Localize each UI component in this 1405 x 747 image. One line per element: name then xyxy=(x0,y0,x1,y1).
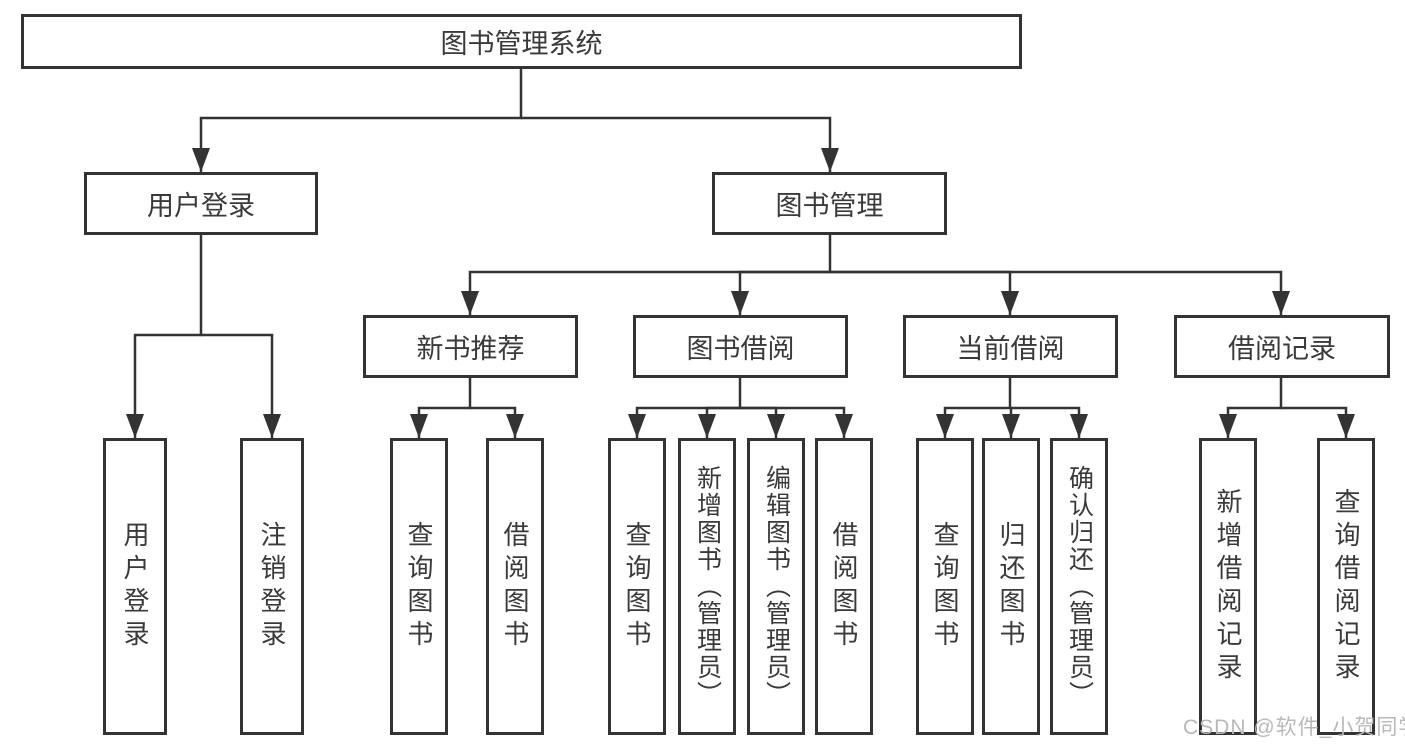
edge-mgmt-to-borrow xyxy=(731,270,830,315)
leaf-label: 注销登录 xyxy=(257,520,287,653)
leaf-label: 借阅图书 xyxy=(829,520,859,653)
leaf-label: 编辑图书（管理员） xyxy=(762,465,791,708)
edge-current-leaf3 xyxy=(1010,406,1088,438)
edge-userlogin-to-login xyxy=(126,235,203,438)
leaf-add-borrow-record: 新增借阅记录 xyxy=(1199,438,1257,735)
edge-root-to-user-login xyxy=(192,68,523,172)
leaf-label: 查询图书 xyxy=(930,520,960,653)
edge-newbook-leaf1 xyxy=(410,378,472,438)
edge-mgmt-to-records xyxy=(830,270,1290,315)
leaf-label: 用户登录 xyxy=(120,520,150,653)
csdn-watermark: CSDN @软件_小贺同学 xyxy=(1183,716,1405,739)
leaf-label: 新增图书（管理员） xyxy=(693,465,722,708)
edge-borrow-leaf3 xyxy=(740,406,785,438)
node-current-borrowing: 当前借阅 xyxy=(903,315,1118,378)
leaf-return-books: 归还图书 xyxy=(982,438,1040,735)
edge-mgmt-to-newbook xyxy=(461,235,832,315)
edge-borrow-leaf4 xyxy=(740,406,853,438)
edge-mgmt-to-current xyxy=(830,270,1019,315)
edge-records-leaf1 xyxy=(1219,378,1283,438)
node-label: 新书推荐 xyxy=(416,334,525,364)
node-book-borrowing: 图书借阅 xyxy=(633,315,848,378)
edge-userlogin-to-logout xyxy=(201,333,281,438)
leaf-label: 确认归还（管理员） xyxy=(1065,465,1094,708)
node-borrowing-records: 借阅记录 xyxy=(1174,315,1390,378)
leaf-edit-books-admin: 编辑图书（管理员） xyxy=(747,438,805,735)
leaf-label: 查询图书 xyxy=(622,520,652,653)
leaf-query-books-rec: 查询图书 xyxy=(390,438,448,735)
leaf-label: 归还图书 xyxy=(996,520,1026,653)
leaf-query-books-current: 查询图书 xyxy=(916,438,974,735)
leaf-label: 查询借阅记录 xyxy=(1331,487,1361,686)
leaf-logout: 注销登录 xyxy=(240,438,304,735)
edge-root-to-book-mgmt xyxy=(521,116,839,172)
node-label: 用户登录 xyxy=(147,191,255,221)
leaf-label: 查询图书 xyxy=(404,520,434,653)
leaf-add-books-admin: 新增图书（管理员） xyxy=(678,438,736,735)
edge-records-leaf2 xyxy=(1281,406,1355,438)
edge-borrow-leaf1 xyxy=(628,378,742,438)
node-book-management: 图书管理 xyxy=(712,172,947,235)
node-library-management-system: 图书管理系统 xyxy=(21,14,1022,69)
edge-borrow-leaf2 xyxy=(698,406,740,438)
node-user-login: 用户登录 xyxy=(84,172,318,235)
leaf-label: 新增借阅记录 xyxy=(1213,487,1243,686)
leaf-user-login: 用户登录 xyxy=(103,438,167,735)
node-label: 图书借阅 xyxy=(686,334,795,364)
leaf-label: 借阅图书 xyxy=(500,520,530,653)
node-label: 借阅记录 xyxy=(1228,334,1336,364)
node-new-book-recommendation: 新书推荐 xyxy=(363,315,578,378)
edge-current-leaf1 xyxy=(936,378,1012,438)
leaf-query-borrow-record: 查询借阅记录 xyxy=(1317,438,1375,735)
node-label: 图书管理系统 xyxy=(440,29,603,59)
leaf-query-books-borrow: 查询图书 xyxy=(608,438,666,735)
node-label: 当前借阅 xyxy=(956,334,1065,364)
leaf-borrow-books-rec: 借阅图书 xyxy=(486,438,544,735)
leaf-confirm-return-admin: 确认归还（管理员） xyxy=(1050,438,1108,735)
edge-newbook-leaf2 xyxy=(470,406,524,438)
node-label: 图书管理 xyxy=(775,191,884,221)
leaf-borrow-books: 借阅图书 xyxy=(815,438,873,735)
